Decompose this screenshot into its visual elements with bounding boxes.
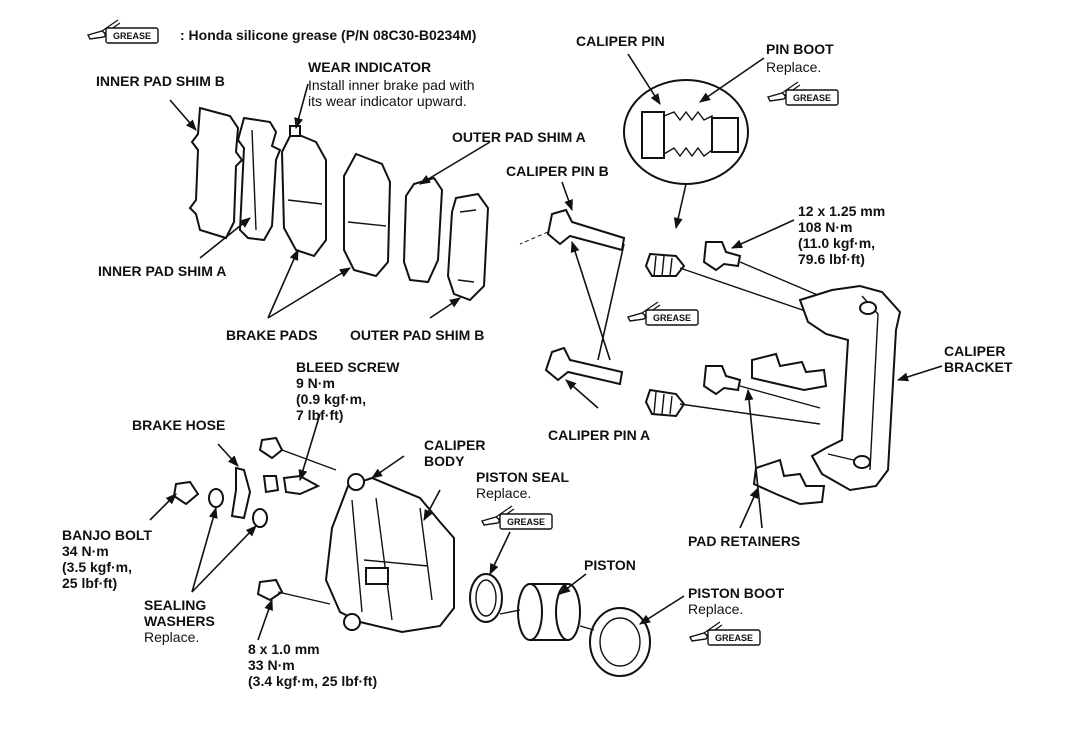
label-bleed-torque-1: 9 N·m — [296, 375, 335, 391]
legend: GREASE : Honda silicone grease (P/N 08C3… — [87, 19, 476, 44]
label-brake-pads: BRAKE PADS — [226, 327, 318, 343]
label-mount-bolt-torque-2: (3.4 kgf·m, 25 lbf·ft) — [248, 673, 377, 689]
label-brake-hose: BRAKE HOSE — [132, 417, 225, 433]
label-wear-indicator: WEAR INDICATOR — [308, 59, 431, 75]
outer-pad-shim-b — [446, 192, 490, 302]
label-caliper-bracket-2: BRACKET — [944, 359, 1013, 375]
inner-brake-pad — [280, 125, 327, 258]
label-caliper-pin: CALIPER PIN — [576, 33, 665, 49]
leader-lines — [149, 53, 943, 641]
grease-icon-pins: GREASE — [627, 301, 699, 326]
label-inner-pad-shim-b: INNER PAD SHIM B — [96, 73, 225, 89]
banjo-bolt — [172, 480, 200, 506]
label-pin-boot-note: Replace. — [766, 59, 821, 75]
label-sealing-washers-2: WASHERS — [144, 613, 215, 629]
inner-pad-shim-a — [236, 116, 282, 242]
label-pin-boot: PIN BOOT — [766, 41, 834, 57]
pad-retainer-lower — [752, 458, 826, 506]
label-wear-indicator-note-1: Install inner brake pad with — [308, 77, 475, 93]
pad-retainer-upper — [751, 352, 828, 392]
label-banjo-torque-1: 34 N·m — [62, 543, 109, 559]
outer-brake-pad — [343, 152, 392, 278]
grease-icon-pin-boot: GREASE — [767, 81, 839, 106]
pin-boot-upper — [644, 252, 686, 277]
grease-brush-icon: GREASE — [87, 19, 159, 44]
grease-icon-text: GREASE — [113, 31, 151, 41]
outer-pad-shim-a — [402, 176, 444, 284]
label-piston-boot-note: Replace. — [688, 601, 743, 617]
label-caliper-body-2: BODY — [424, 453, 465, 469]
label-wear-indicator-note-2: its wear indicator upward. — [308, 93, 467, 109]
caliper-mount-bolt — [256, 578, 284, 602]
brake-hose — [230, 466, 252, 520]
label-caliper-pin-a: CALIPER PIN A — [548, 427, 650, 443]
label-caliper-body-1: CALIPER — [424, 437, 485, 453]
sealing-washers — [208, 488, 268, 528]
label-banjo-torque-2: (3.5 kgf·m, — [62, 559, 132, 575]
label-bleed-torque-3: 7 lbf·ft) — [296, 407, 343, 423]
label-mount-bolt-size: 8 x 1.0 mm — [248, 641, 320, 657]
caliper-pin-inset — [623, 79, 749, 230]
bracket-bolt-lower — [702, 365, 742, 396]
label-mount-bolt-torque-1: 33 N·m — [248, 657, 295, 673]
label-banjo-torque-3: 25 lbf·ft) — [62, 575, 117, 591]
svg-text:GREASE: GREASE — [715, 633, 753, 643]
label-pad-retainers: PAD RETAINERS — [688, 533, 800, 549]
label-outer-pad-shim-b: OUTER PAD SHIM B — [350, 327, 484, 343]
label-sealing-washers-1: SEALING — [144, 597, 206, 613]
piston — [517, 583, 581, 641]
label-piston-seal-note: Replace. — [476, 485, 531, 501]
pin-boot-lower — [644, 388, 686, 418]
label-caliper-pin-b: CALIPER PIN B — [506, 163, 609, 179]
labels: INNER PAD SHIM B WEAR INDICATOR Install … — [62, 33, 1013, 689]
svg-text:GREASE: GREASE — [653, 313, 691, 323]
wear-indicator-tab — [289, 125, 301, 137]
label-piston-boot: PISTON BOOT — [688, 585, 785, 601]
label-bracket-bolt-torque-1: 108 N·m — [798, 219, 852, 235]
piston-seal — [469, 573, 503, 623]
legend-text: : Honda silicone grease (P/N 08C30-B0234… — [180, 27, 476, 43]
label-bracket-bolt-torque-3: 79.6 lbf·ft) — [798, 251, 865, 267]
label-inner-pad-shim-a: INNER PAD SHIM A — [98, 263, 226, 279]
inner-pad-shim-b — [188, 106, 244, 240]
bracket-bolt-upper — [702, 241, 742, 272]
label-banjo-bolt: BANJO BOLT — [62, 527, 152, 543]
svg-text:GREASE: GREASE — [507, 517, 545, 527]
label-piston: PISTON — [584, 557, 636, 573]
grease-icon-piston-seal: GREASE — [481, 505, 553, 530]
label-outer-pad-shim-a: OUTER PAD SHIM A — [452, 129, 586, 145]
bleed-screw — [258, 436, 321, 496]
label-bracket-bolt-size: 12 x 1.25 mm — [798, 203, 885, 219]
label-sealing-washers-note: Replace. — [144, 629, 199, 645]
label-bleed-screw: BLEED SCREW — [296, 359, 400, 375]
svg-text:GREASE: GREASE — [793, 93, 831, 103]
piston-boot — [589, 607, 651, 677]
label-bleed-torque-2: (0.9 kgf·m, — [296, 391, 366, 407]
caliper-pin-a — [544, 346, 624, 386]
caliper-body — [324, 473, 455, 634]
caliper-bracket — [798, 284, 902, 492]
label-bracket-bolt-torque-2: (11.0 kgf·m, — [798, 235, 875, 251]
label-piston-seal: PISTON SEAL — [476, 469, 570, 485]
label-caliper-bracket-1: CALIPER — [944, 343, 1005, 359]
grease-icon-piston-boot: GREASE — [689, 621, 761, 646]
